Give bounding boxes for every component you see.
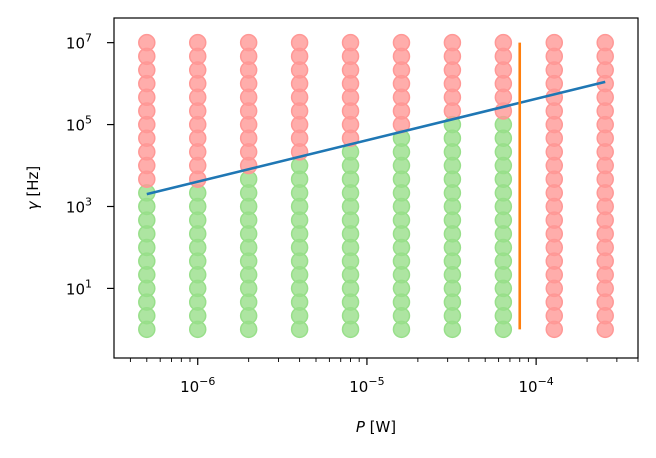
y-tick-label: 103 <box>66 195 92 216</box>
plot-frame <box>113 17 639 359</box>
x-axis-label-var: P <box>356 418 366 436</box>
red-point-9-21 <box>596 33 614 52</box>
red-point-1-21 <box>188 33 207 52</box>
x-axis-ticks: 10−6 10−5 10−4 <box>129 358 639 396</box>
chart-lines <box>146 42 606 330</box>
red-point-7-21 <box>494 33 513 52</box>
red-point-8-21 <box>545 33 564 52</box>
red-point-3-21 <box>290 33 309 52</box>
x-tick-label: 10−5 <box>349 375 384 396</box>
fit-line <box>146 80 606 196</box>
x-axis-label: P [W] <box>356 418 396 436</box>
x-tick-label: 10−4 <box>518 375 553 396</box>
x-tick-label: 10−6 <box>180 375 215 396</box>
y-axis-label-unit: [Hz] <box>24 166 42 202</box>
red-point-5-21 <box>392 33 411 52</box>
red-point-4-21 <box>341 33 360 52</box>
y-tick-label: 101 <box>66 277 92 298</box>
scatter-points <box>138 33 614 339</box>
red-point-0-21 <box>138 33 156 52</box>
red-point-2-21 <box>239 33 258 52</box>
x-axis-label-unit: [W] <box>365 418 396 436</box>
y-axis-label: γ [Hz] <box>24 166 42 211</box>
y-tick-label: 107 <box>66 32 92 53</box>
red-point-6-21 <box>443 33 462 52</box>
y-axis-label-var: γ <box>24 200 42 210</box>
y-axis-ticks: 101 103 105 107 <box>66 32 114 298</box>
y-tick-label: 105 <box>66 114 92 135</box>
